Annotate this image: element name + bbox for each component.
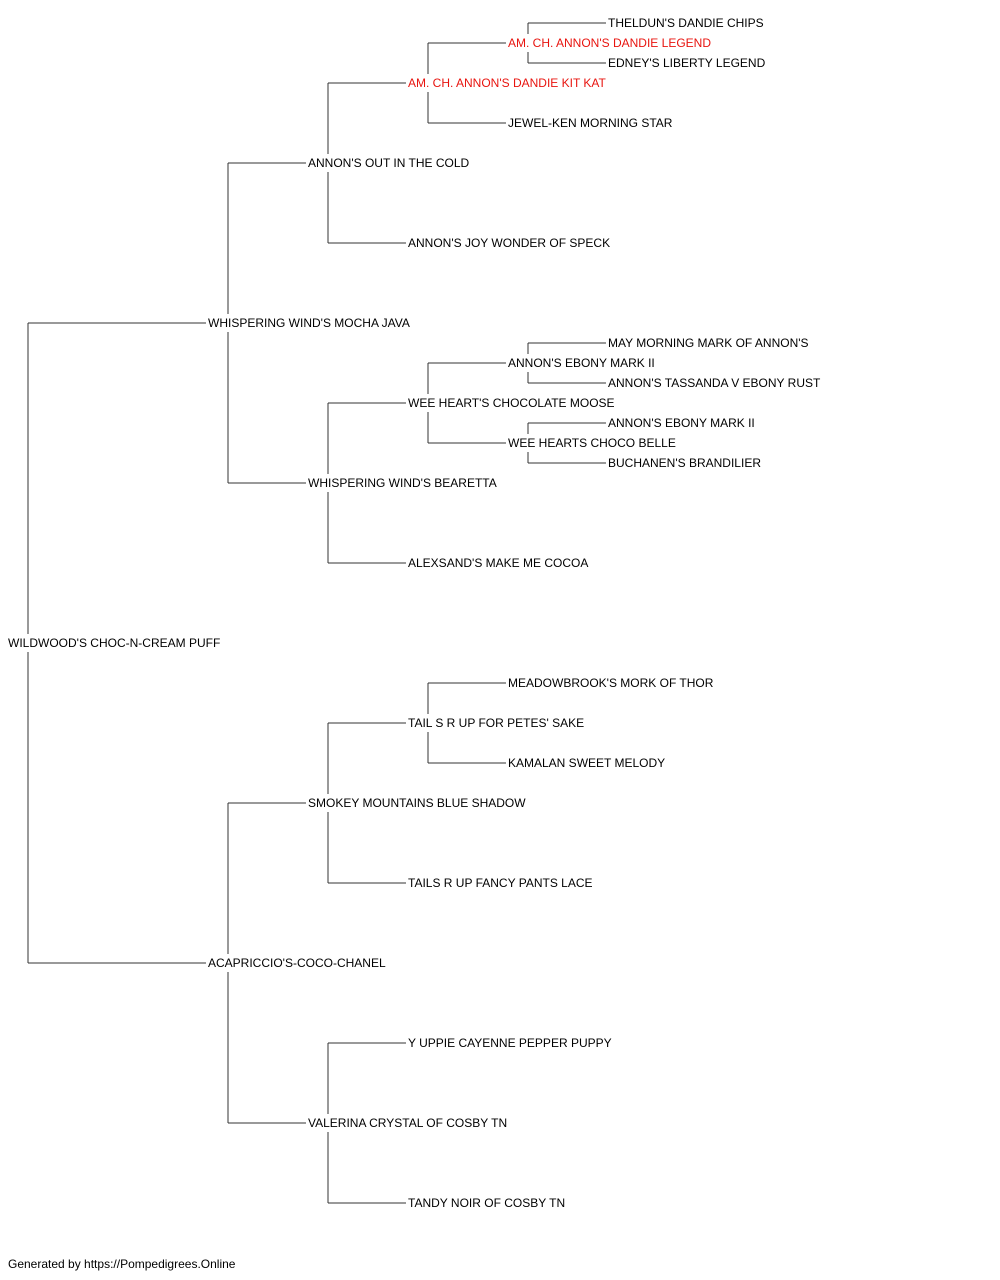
subject-name: WILDWOOD'S CHOC-N-CREAM PUFF bbox=[6, 636, 221, 650]
ancestor-name: WHISPERING WIND'S BEARETTA bbox=[306, 476, 497, 490]
ancestor-name: ANNON'S EBONY MARK II bbox=[506, 356, 655, 370]
ancestor-name: ANNON'S TASSANDA V EBONY RUST bbox=[606, 376, 821, 390]
ancestor-name: EDNEY'S LIBERTY LEGEND bbox=[606, 56, 766, 70]
ancestor-name: BUCHANEN'S BRANDILIER bbox=[606, 456, 761, 470]
ancestor-name: ACAPRICCIO'S-COCO-CHANEL bbox=[206, 956, 386, 970]
ancestor-name: VALERINA CRYSTAL OF COSBY TN bbox=[306, 1116, 508, 1130]
ancestor-name: ALEXSAND'S MAKE ME COCOA bbox=[406, 556, 589, 570]
ancestor-name: ANNON'S EBONY MARK II bbox=[606, 416, 755, 430]
ancestor-name: AM. CH. ANNON'S DANDIE KIT KAT bbox=[406, 76, 606, 90]
ancestor-name: KAMALAN SWEET MELODY bbox=[506, 756, 666, 770]
ancestor-name: MAY MORNING MARK OF ANNON'S bbox=[606, 336, 809, 350]
ancestor-name: WEE HEART'S CHOCOLATE MOOSE bbox=[406, 396, 615, 410]
ancestor-name: TAIL S R UP FOR PETES' SAKE bbox=[406, 716, 585, 730]
ancestor-name: WHISPERING WIND'S MOCHA JAVA bbox=[206, 316, 410, 330]
ancestor-name: TAILS R UP FANCY PANTS LACE bbox=[406, 876, 593, 890]
ancestor-name: Y UPPIE CAYENNE PEPPER PUPPY bbox=[406, 1036, 612, 1050]
footer-credit: Generated by https://Pompedigrees.Online bbox=[8, 1257, 236, 1271]
ancestor-name: ANNON'S JOY WONDER OF SPECK bbox=[406, 236, 611, 250]
ancestor-name: AM. CH. ANNON'S DANDIE LEGEND bbox=[506, 36, 711, 50]
ancestor-name: JEWEL-KEN MORNING STAR bbox=[506, 116, 673, 130]
ancestor-name: THELDUN'S DANDIE CHIPS bbox=[606, 16, 764, 30]
ancestor-name: ANNON'S OUT IN THE COLD bbox=[306, 156, 470, 170]
ancestor-name: TANDY NOIR OF COSBY TN bbox=[406, 1196, 566, 1210]
ancestor-name: MEADOWBROOK'S MORK OF THOR bbox=[506, 676, 714, 690]
ancestor-name: WEE HEARTS CHOCO BELLE bbox=[506, 436, 676, 450]
ancestor-name: SMOKEY MOUNTAINS BLUE SHADOW bbox=[306, 796, 526, 810]
